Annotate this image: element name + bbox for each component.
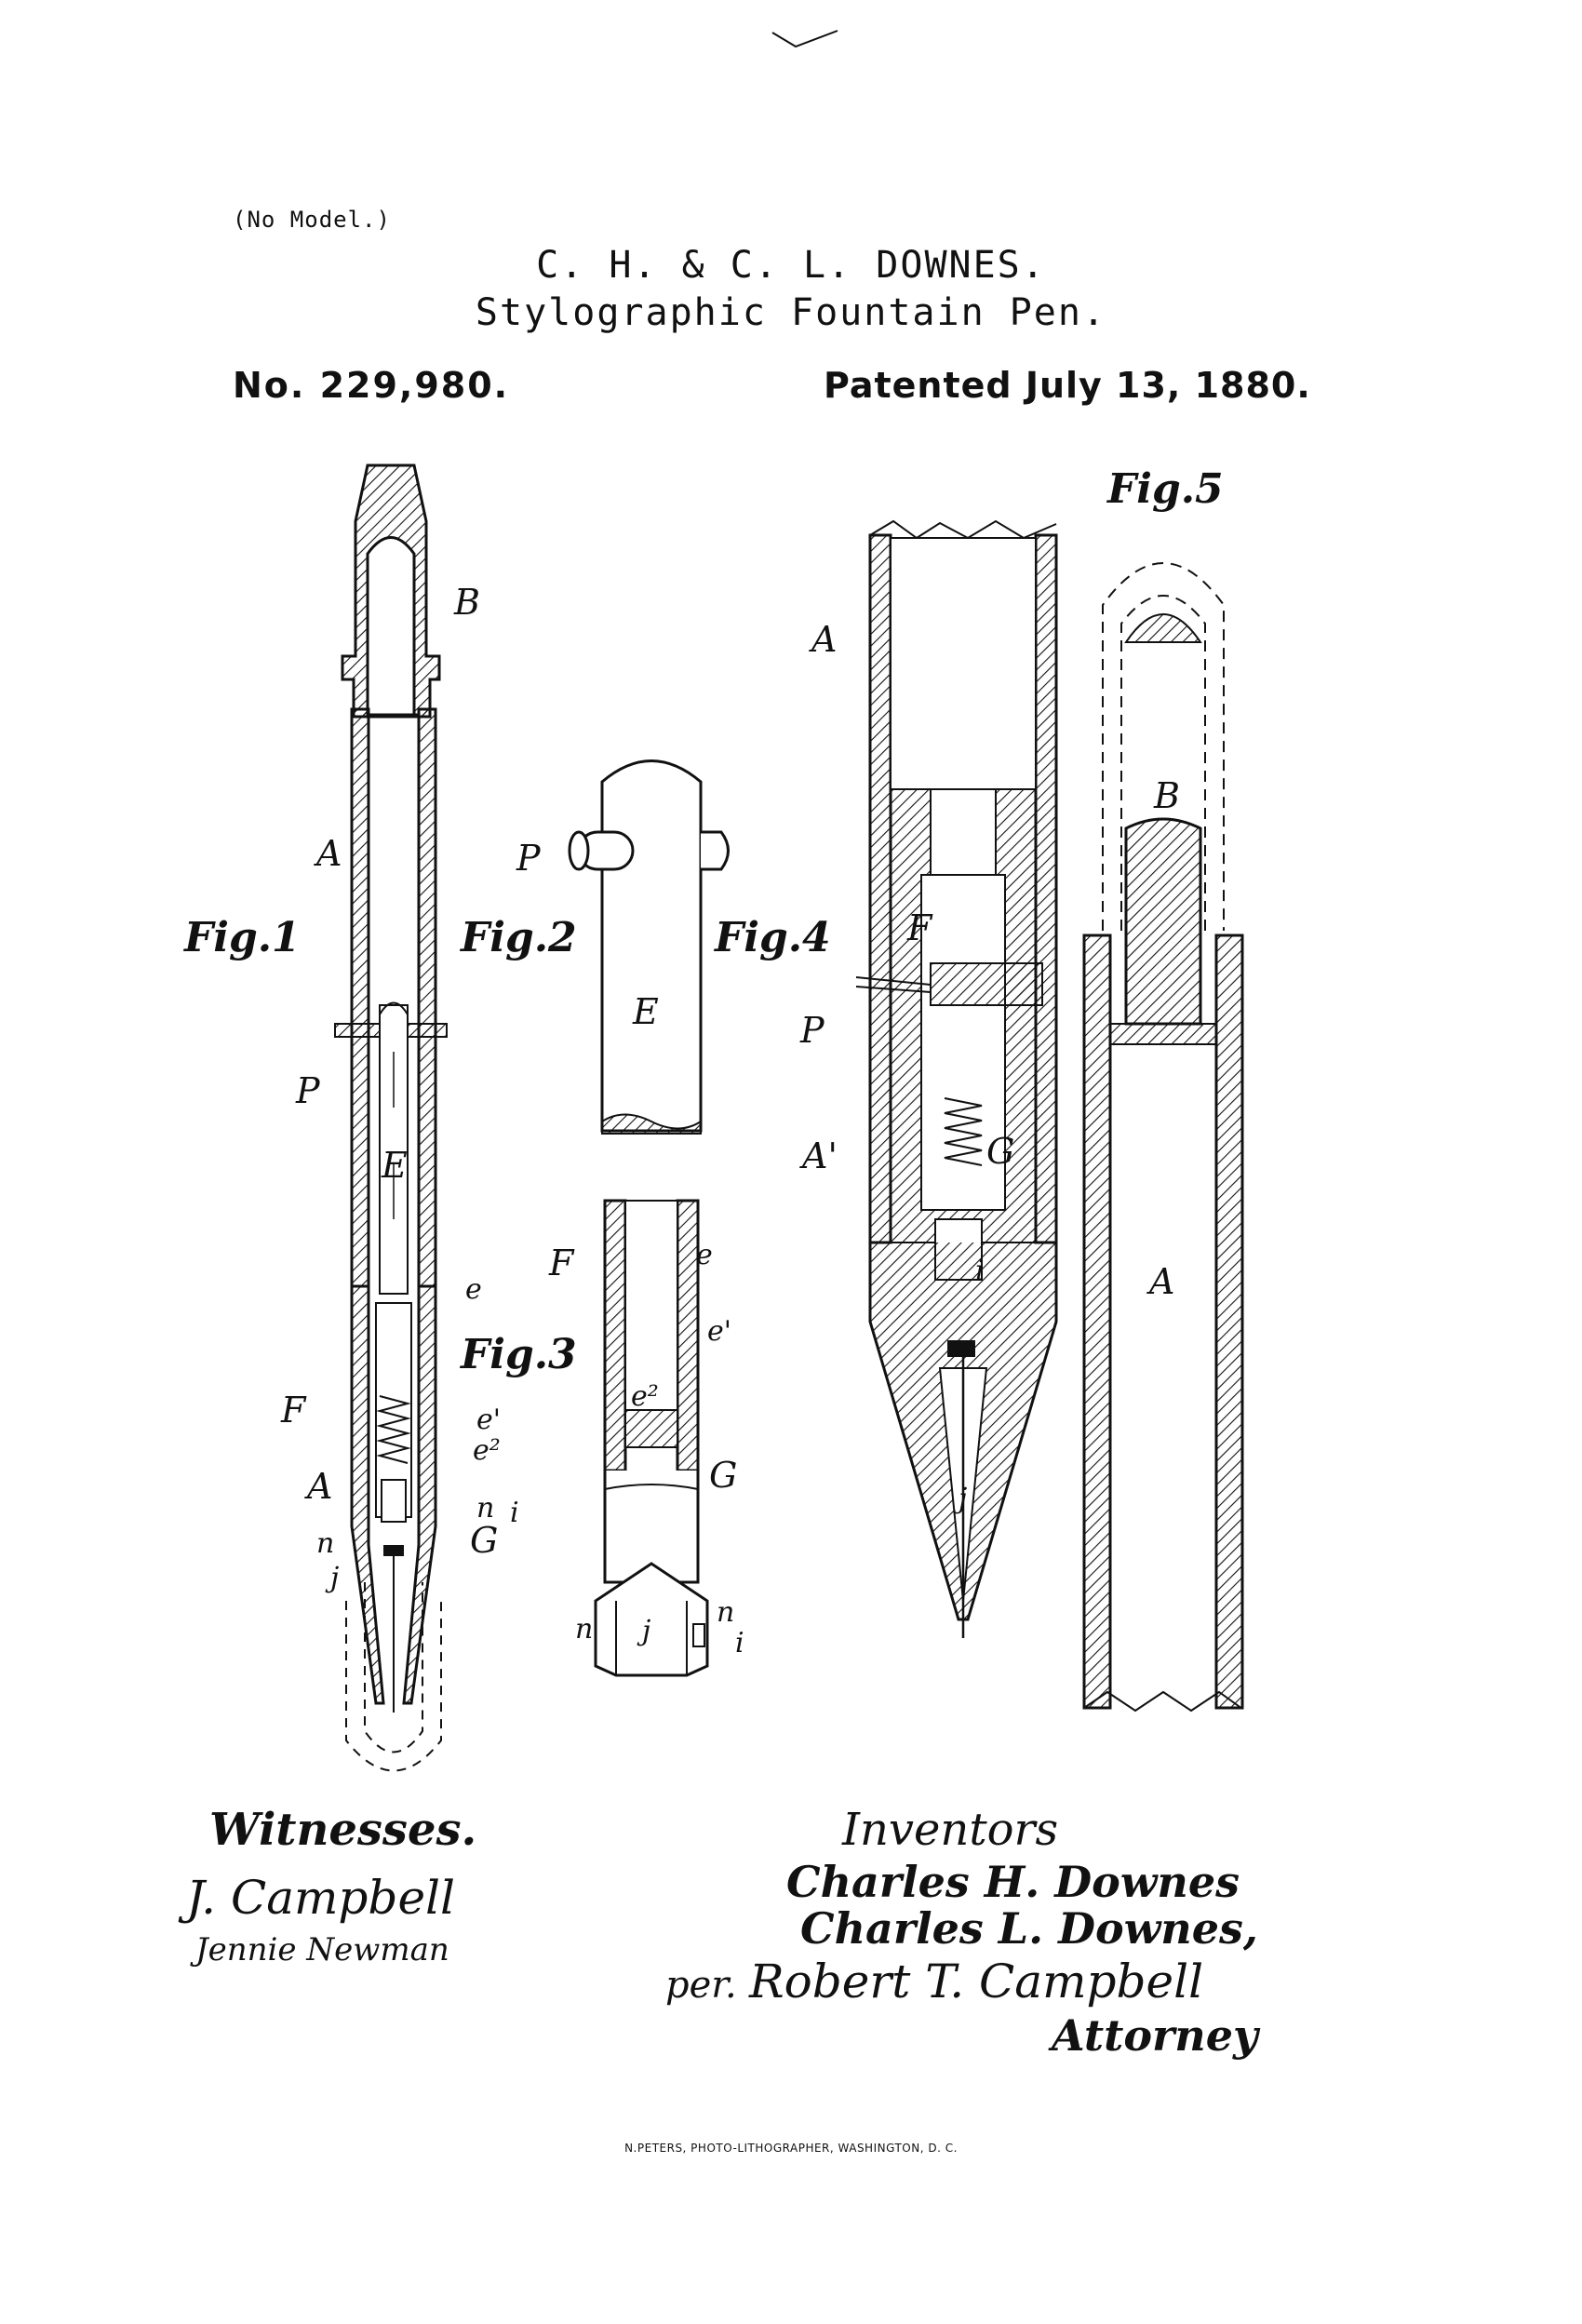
label-e-fig1: E — [381, 1145, 408, 1186]
invention-title: Stylographic Fountain Pen. — [475, 291, 1107, 334]
label-e-small-fig1: e — [465, 1273, 482, 1306]
label-f-fig3: F — [548, 1243, 575, 1283]
figure-2 — [568, 759, 730, 1135]
label-n-fig1: n — [476, 1492, 494, 1525]
inventor-signature-2: Charles L. Downes, — [800, 1903, 1258, 1954]
label-e-fig3: e — [696, 1239, 713, 1271]
witness-signature-2: Jennie Newman — [195, 1931, 449, 1968]
figure-5 — [1082, 562, 1244, 1713]
fig2-caption: Fig.2 — [459, 914, 577, 961]
label-j-fig1: j — [325, 1562, 339, 1594]
label-n-right-fig3: n — [717, 1596, 734, 1629]
label-p-fig2: P — [516, 838, 542, 879]
label-a-fig5: A — [1146, 1261, 1174, 1302]
attorney-title: Attorney — [1052, 2010, 1258, 2061]
figure-4 — [855, 519, 1058, 1638]
label-e2-fig3: e² — [631, 1380, 659, 1413]
inventor-signature-1: Charles H. Downes — [786, 1857, 1240, 1907]
label-a-prime-fig1: A — [304, 1466, 332, 1507]
label-e-fig2: E — [632, 991, 659, 1032]
label-e-prime-fig3: e' — [707, 1315, 731, 1348]
top-mark — [771, 30, 838, 48]
label-e2-fig1: e² — [473, 1434, 501, 1467]
fig4-caption: Fig.4 — [713, 914, 831, 961]
label-a-fig1: A — [314, 833, 342, 874]
label-a-prime-fig4: A' — [799, 1135, 838, 1176]
fig1-caption: Fig.1 — [182, 914, 301, 961]
per-label: per. — [665, 1964, 737, 2007]
label-i-fig1: i — [510, 1497, 519, 1529]
label-f-fig4: F — [906, 907, 933, 948]
label-g-fig4: G — [986, 1131, 1014, 1172]
figure-1 — [334, 463, 448, 1772]
fig5-caption: Fig.5 — [1106, 465, 1224, 513]
label-i-fig3: i — [735, 1627, 744, 1659]
witness-signature-1: J. Campbell — [186, 1871, 456, 1925]
label-n-left-fig1: n — [316, 1527, 334, 1560]
label-b-fig5: B — [1153, 775, 1180, 816]
patent-date: Patented July 13, 1880. — [824, 365, 1311, 406]
label-b-fig1: B — [453, 582, 480, 623]
lithographer-footer: N.PETERS, PHOTO-LITHOGRAPHER, WASHINGTON… — [624, 2142, 958, 2155]
label-i-fig4: i — [975, 1255, 985, 1287]
label-g-fig1: G — [470, 1520, 498, 1561]
label-f-fig1: F — [280, 1390, 307, 1431]
label-p-fig1: P — [295, 1070, 321, 1111]
inventors-title: C. H. & C. L. DOWNES. — [536, 244, 1046, 287]
patent-number: No. 229,980. — [233, 365, 510, 406]
label-e-prime-fig1: e' — [476, 1404, 501, 1436]
attorney-signature: Robert T. Campbell — [749, 1955, 1204, 2008]
label-p-fig4: P — [799, 1010, 825, 1051]
label-a-fig4: A — [809, 619, 837, 660]
label-g-fig3: G — [709, 1455, 737, 1496]
label-n-left-fig3: n — [575, 1613, 593, 1646]
fig3-caption: Fig.3 — [459, 1331, 577, 1378]
witnesses-heading: Witnesses. — [209, 1804, 477, 1856]
inventors-heading: Inventors — [842, 1804, 1059, 1856]
no-model-note: (No Model.) — [233, 207, 391, 233]
figure-3 — [594, 1199, 709, 1677]
